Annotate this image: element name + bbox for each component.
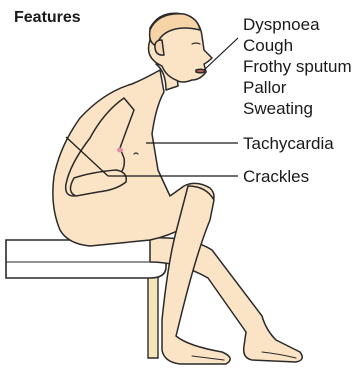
feature-pallor: Pallor xyxy=(243,79,286,96)
label-tachycardia: Tachycardia xyxy=(243,135,334,152)
label-crackles: Crackles xyxy=(243,168,309,185)
leader-mouth xyxy=(204,38,238,70)
bench-leg xyxy=(148,276,158,358)
chest-crackles-mark xyxy=(117,148,123,153)
ear xyxy=(155,40,164,55)
feature-dyspnoea: Dyspnoea xyxy=(243,16,320,33)
page-title: Features xyxy=(14,10,81,26)
bench xyxy=(6,240,166,358)
feature-cough: Cough xyxy=(243,37,293,54)
feature-sweating: Sweating xyxy=(243,100,313,117)
feature-frothy-sputum: Frothy sputum xyxy=(243,58,352,75)
